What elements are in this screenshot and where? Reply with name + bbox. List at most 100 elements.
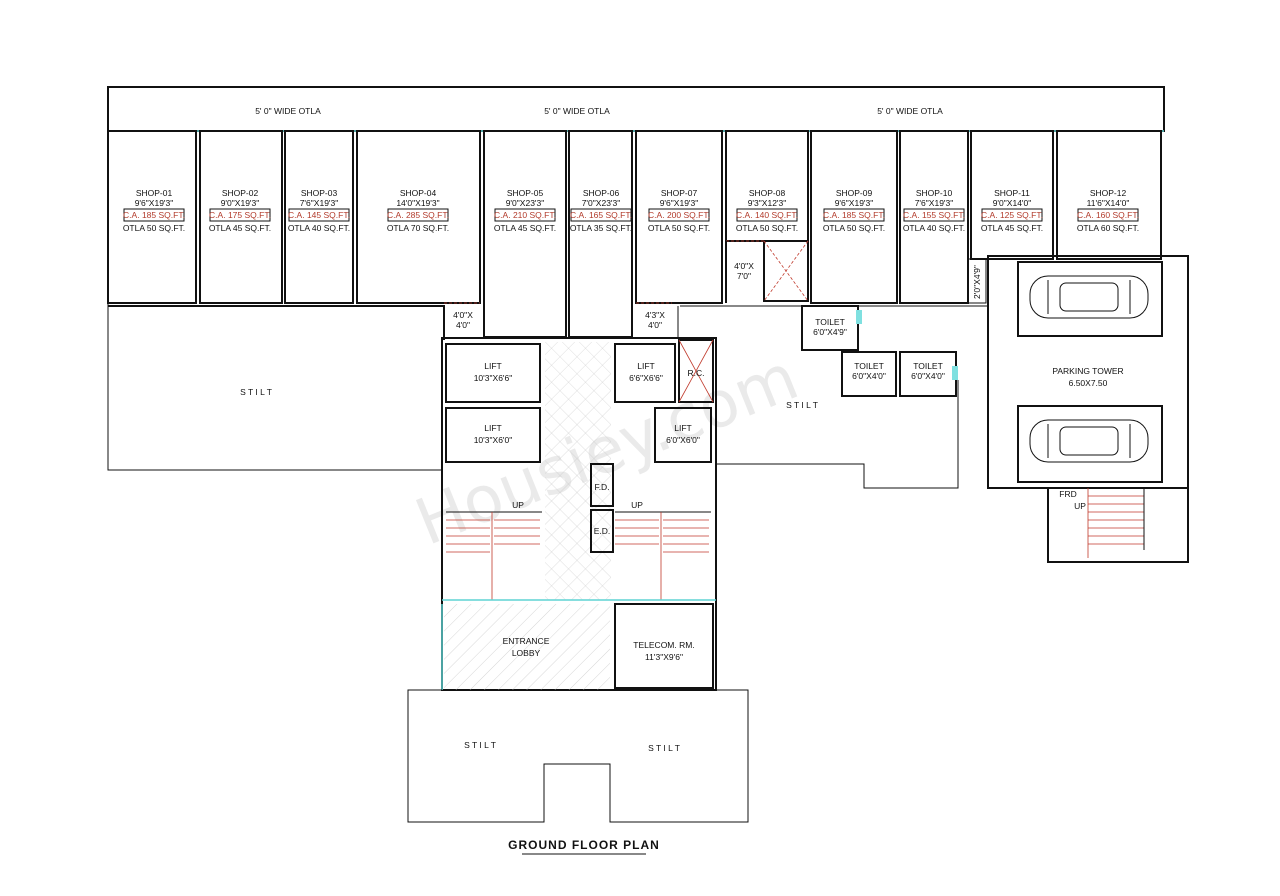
shop-carpet-area: C.A. 145 SQ.FT.	[288, 210, 350, 220]
lobby-label: ENTRANCE	[503, 636, 550, 646]
telecom-dims: 11'3"X9'6"	[645, 652, 683, 662]
shop-otla-area: OTLA 50 SQ.FT.	[823, 223, 885, 233]
shop-dims: 9'3"X12'3"	[748, 198, 787, 208]
shop-carpet-area: C.A. 210 SQ.FT.	[494, 210, 556, 220]
dim-label: 4'0"	[648, 320, 662, 330]
shop-dims: 7'6"X19'3"	[915, 198, 954, 208]
shop-03: SHOP-03 7'6"X19'3" C.A. 145 SQ.FT. OTLA …	[288, 188, 350, 233]
shop-otla-area: OTLA 45 SQ.FT.	[494, 223, 556, 233]
shop-otla-area: OTLA 70 SQ.FT.	[387, 223, 449, 233]
shop-otla-area: OTLA 35 SQ.FT.	[570, 223, 632, 233]
lift-name: LIFT	[484, 423, 501, 433]
stilt-area-left: S T I L T	[107, 303, 445, 471]
shop-05: SHOP-05 9'0"X23'3" C.A. 210 SQ.FT. OTLA …	[494, 188, 556, 233]
dim-label: 2'0"X4'9"	[972, 265, 982, 299]
shop-name: SHOP-01	[136, 188, 173, 198]
shop-dims: 9'6"X19'3"	[660, 198, 699, 208]
shop-carpet-area: C.A. 185 SQ.FT.	[123, 210, 185, 220]
otla-strip: 5' 0" WIDE OTLA 5' 0" WIDE OTLA 5' 0" WI…	[107, 86, 1165, 132]
stilt-label: S T I L T	[240, 387, 272, 397]
parking-dims: 6.50X7.50	[1069, 378, 1108, 388]
shop-name: SHOP-09	[836, 188, 873, 198]
lift-dims: 6'6"X6'6"	[629, 373, 663, 383]
shop-carpet-area: C.A. 160 SQ.FT.	[1077, 210, 1139, 220]
shop-dims: 7'0"X23'3"	[582, 198, 621, 208]
lift-dims: 10'3"X6'6"	[474, 373, 513, 383]
toilet-name: TOILET	[854, 361, 884, 371]
shop-carpet-area: C.A. 175 SQ.FT.	[209, 210, 271, 220]
shop-name: SHOP-08	[749, 188, 786, 198]
car-top-icon	[1029, 275, 1149, 319]
up-label: UP	[512, 500, 524, 510]
shop-carpet-area: C.A. 185 SQ.FT.	[823, 210, 885, 220]
parking-name: PARKING TOWER	[1052, 366, 1123, 376]
shop-dims: 9'0"X23'3"	[506, 198, 545, 208]
stilt-area-bottom: S T I L T S T I L T	[407, 689, 749, 823]
rc-label: R.C.	[688, 368, 705, 378]
shop-name: SHOP-11	[994, 188, 1030, 198]
shop-otla-area: OTLA 40 SQ.FT.	[288, 223, 350, 233]
shop-09: SHOP-09 9'6"X19'3" C.A. 185 SQ.FT. OTLA …	[823, 188, 885, 233]
shop-04: SHOP-04 14'0"X19'3" C.A. 285 SQ.FT. OTLA…	[387, 188, 449, 233]
otla-label: 5' 0" WIDE OTLA	[877, 106, 943, 116]
toilet-name: TOILET	[815, 317, 845, 327]
stair-left: UP	[446, 500, 542, 600]
shop-carpet-area: C.A. 165 SQ.FT.	[570, 210, 632, 220]
lift-dims: 10'3"X6'0"	[474, 435, 513, 445]
lift-name: LIFT	[674, 423, 691, 433]
dim-label: 4'0"X	[453, 310, 473, 320]
dim-label: 4'0"X	[734, 261, 754, 271]
shop-dims: 9'6"X19'3"	[835, 198, 874, 208]
frd-label: FRD	[1059, 489, 1076, 499]
stilt-area-right: TOILET 6'0"X4'9" TOILET 6'0"X4'0" TOILET…	[677, 305, 988, 489]
toilet-dims: 6'0"X4'9"	[813, 327, 847, 337]
stilt-label: S T I L T	[464, 740, 496, 750]
shop-otla-area: OTLA 45 SQ.FT.	[209, 223, 271, 233]
shop-name: SHOP-03	[301, 188, 338, 198]
shop-carpet-area: C.A. 155 SQ.FT.	[903, 210, 965, 220]
stilt-label: S T I L T	[786, 400, 818, 410]
shop-name: SHOP-10	[916, 188, 953, 198]
shop-12: SHOP-12 11'6"X14'0" C.A. 160 SQ.FT. OTLA…	[1077, 188, 1139, 233]
up-label: UP	[631, 500, 643, 510]
shop-name: SHOP-02	[222, 188, 259, 198]
otla-label: 5' 0" WIDE OTLA	[544, 106, 610, 116]
shop-06: SHOP-06 7'0"X23'3" C.A. 165 SQ.FT. OTLA …	[570, 188, 632, 233]
shop-otla-area: OTLA 60 SQ.FT.	[1077, 223, 1139, 233]
toilet-dims: 6'0"X4'0"	[852, 371, 886, 381]
shop-otla-area: OTLA 45 SQ.FT.	[981, 223, 1043, 233]
parking-tower: PARKING TOWER 6.50X7.50 FRD UP	[987, 255, 1189, 563]
shop-dims: 9'0"X14'0"	[993, 198, 1032, 208]
shop-11: SHOP-11 9'0"X14'0" C.A. 125 SQ.FT. OTLA …	[981, 188, 1043, 233]
shop-otla-area: OTLA 50 SQ.FT.	[648, 223, 710, 233]
stilt-label: S T I L T	[648, 743, 680, 753]
shop-dims: 11'6"X14'0"	[1087, 198, 1130, 208]
shop-carpet-area: C.A. 285 SQ.FT.	[387, 210, 449, 220]
shop-otla-area: OTLA 40 SQ.FT.	[903, 223, 965, 233]
lift-name: LIFT	[484, 361, 501, 371]
shop-name: SHOP-04	[400, 188, 437, 198]
ed-label: E.D.	[594, 526, 611, 536]
shops-row	[107, 130, 1162, 338]
shop-name: SHOP-05	[507, 188, 544, 198]
toilet-name: TOILET	[913, 361, 943, 371]
shop-carpet-area: C.A. 200 SQ.FT.	[648, 210, 710, 220]
shop-name: SHOP-12	[1090, 188, 1127, 198]
stair-right: UP	[615, 500, 711, 600]
shop-08: SHOP-08 9'3"X12'3" C.A. 140 SQ.FT. OTLA …	[736, 188, 798, 233]
car-bottom-icon	[1029, 419, 1149, 463]
shop-10: SHOP-10 7'6"X19'3" C.A. 155 SQ.FT. OTLA …	[903, 188, 965, 233]
lift-name: LIFT	[637, 361, 654, 371]
toilet-dims: 6'0"X4'0"	[911, 371, 945, 381]
dim-label: 4'0"	[456, 320, 470, 330]
shop-carpet-area: C.A. 125 SQ.FT.	[981, 210, 1043, 220]
shop-otla-area: OTLA 50 SQ.FT.	[736, 223, 798, 233]
central-core: LIFT 10'3"X6'6" LIFT 10'3"X6'0" LIFT 6'6…	[441, 337, 717, 691]
shop-07: SHOP-07 9'6"X19'3" C.A. 200 SQ.FT. OTLA …	[648, 188, 710, 233]
shop-dims: 7'6"X19'3"	[300, 198, 339, 208]
lift-dims: 6'0"X6'0"	[666, 435, 700, 445]
otla-label: 5' 0" WIDE OTLA	[255, 106, 321, 116]
dim-label: 4'3"X	[645, 310, 665, 320]
lobby-label: LOBBY	[512, 648, 541, 658]
